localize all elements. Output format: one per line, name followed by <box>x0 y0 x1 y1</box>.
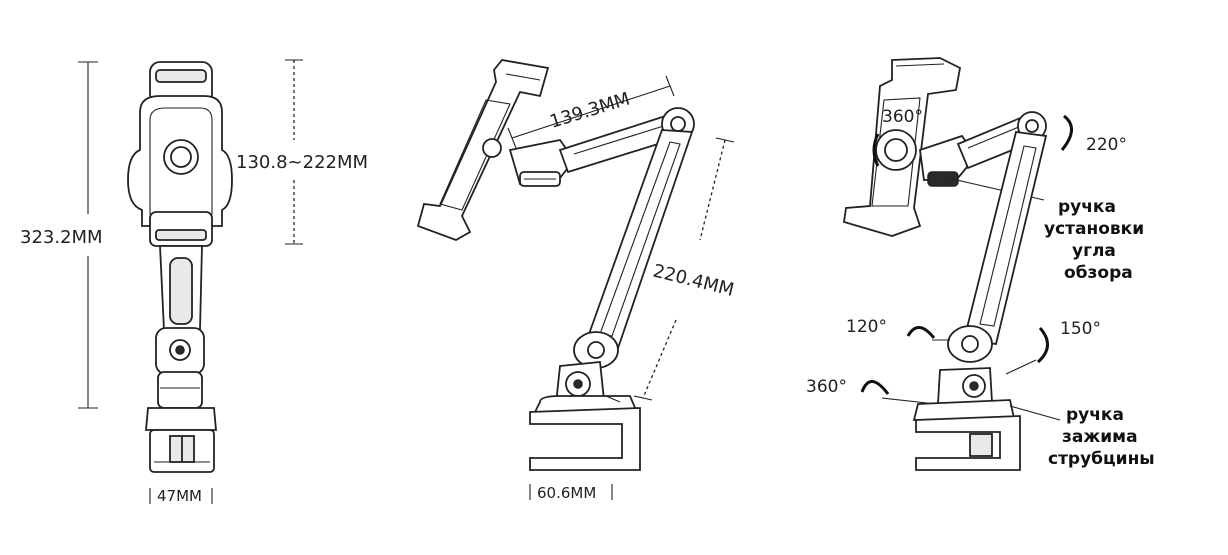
elbow-right-rotation-label: 150° <box>1060 319 1101 339</box>
clamp-knob-line-3: струбцины <box>1048 449 1155 469</box>
angle-knob-line-2: установки <box>1044 219 1144 239</box>
front-view: 323.2MM 130.8~222MM <box>20 59 368 505</box>
side-lower-arm-label: 220.4MM <box>651 260 736 300</box>
base-rotation-label: 360° <box>806 377 847 397</box>
side-upper-arm-label: 139.3MM <box>547 89 632 133</box>
clamp-knob-line-1: ручка <box>1066 405 1124 425</box>
front-holder-range-label: 130.8~222MM <box>236 152 368 173</box>
angle-knob-line-1: ручка <box>1058 197 1116 217</box>
side-base-width-label: 60.6MM <box>537 484 596 502</box>
front-base-width-label: 47MM <box>157 487 202 505</box>
clamp-knob-annotation: ручка зажима струбцины <box>1048 405 1155 469</box>
clamp-knob-line-2: зажима <box>1062 427 1138 447</box>
upper-joint-rotation-label: 220° <box>1086 135 1127 155</box>
head-rotation-label: 360° <box>882 107 923 127</box>
angle-knob-annotation: ручка установки угла обзора <box>1044 197 1150 283</box>
angle-knob-line-4: обзора <box>1064 263 1133 283</box>
side-view: 139.3MM 220.4MM 60.6MM <box>416 59 736 502</box>
front-height-label: 323.2MM <box>20 227 103 248</box>
rotation-view: 360° 220° 120° 150° 360° <box>806 57 1155 471</box>
angle-knob-line-3: угла <box>1072 241 1116 261</box>
elbow-left-rotation-label: 120° <box>846 317 887 337</box>
